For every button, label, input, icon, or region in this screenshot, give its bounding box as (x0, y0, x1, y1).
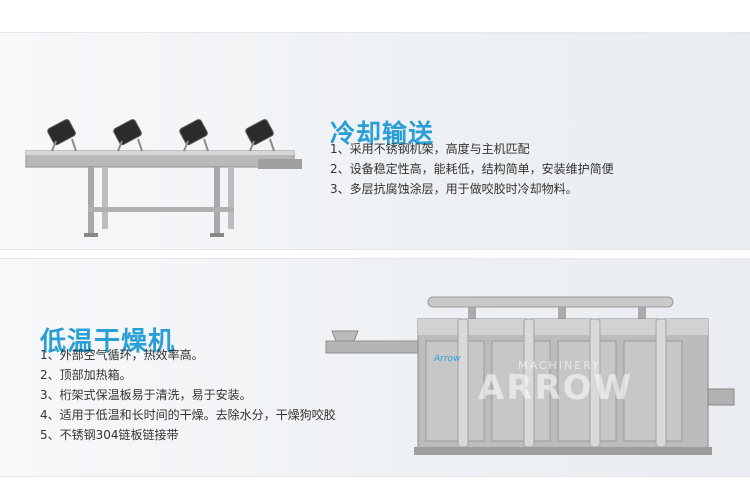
list-item: 4、适用于低温和长时间的干燥。去除水分，干燥狗咬胶 (40, 408, 336, 422)
conveyor-title: 冷却输送 (330, 118, 435, 148)
list-item: 2、设备稳定性高，能耗低，结构简单，安装维护简便 (330, 162, 614, 176)
watermark-sub: MACHINERY (518, 359, 601, 372)
dryer-section: 低温干燥机 1、外部空气循环，热效率高。 2、顶部加热箱。 3、桁架式保温板易于… (0, 258, 750, 477)
list-item: 3、桁架式保温板易于清洗，易于安装。 (40, 388, 252, 402)
watermark: ARROW (478, 368, 633, 408)
dryer-feature-list: 1、外部空气循环，热效率高。 2、顶部加热箱。 3、桁架式保温板易于清洗，易于安… (40, 345, 336, 445)
cooling-conveyor-section: 冷却输送 1、采用不锈钢机架，高度与主机匹配 2、设备稳定性高，能耗低，结构简单… (0, 32, 750, 250)
list-item: 2、顶部加热箱。 (40, 368, 132, 382)
conveyor-feature-list: 1、采用不锈钢机架，高度与主机匹配 2、设备稳定性高，能耗低，结构简单，安装维护… (330, 139, 614, 199)
list-item: 1、外部空气循环，热效率高。 (40, 348, 204, 362)
dryer-title: 低温干燥机 (40, 326, 176, 357)
cooling-conveyor-machine-icon (25, 119, 302, 237)
arrow-logo: Arrow (433, 354, 461, 364)
list-item: 3、多层抗腐蚀涂层，用于做咬胶时冷却物料。 (330, 182, 578, 196)
low-temperature-dryer-machine-icon: Arrow ARROW MACHINERY (325, 296, 735, 455)
list-item: 5、不锈钢304链板链接带 (40, 428, 179, 442)
list-item: 1、采用不锈钢机架，高度与主机匹配 (330, 142, 530, 156)
